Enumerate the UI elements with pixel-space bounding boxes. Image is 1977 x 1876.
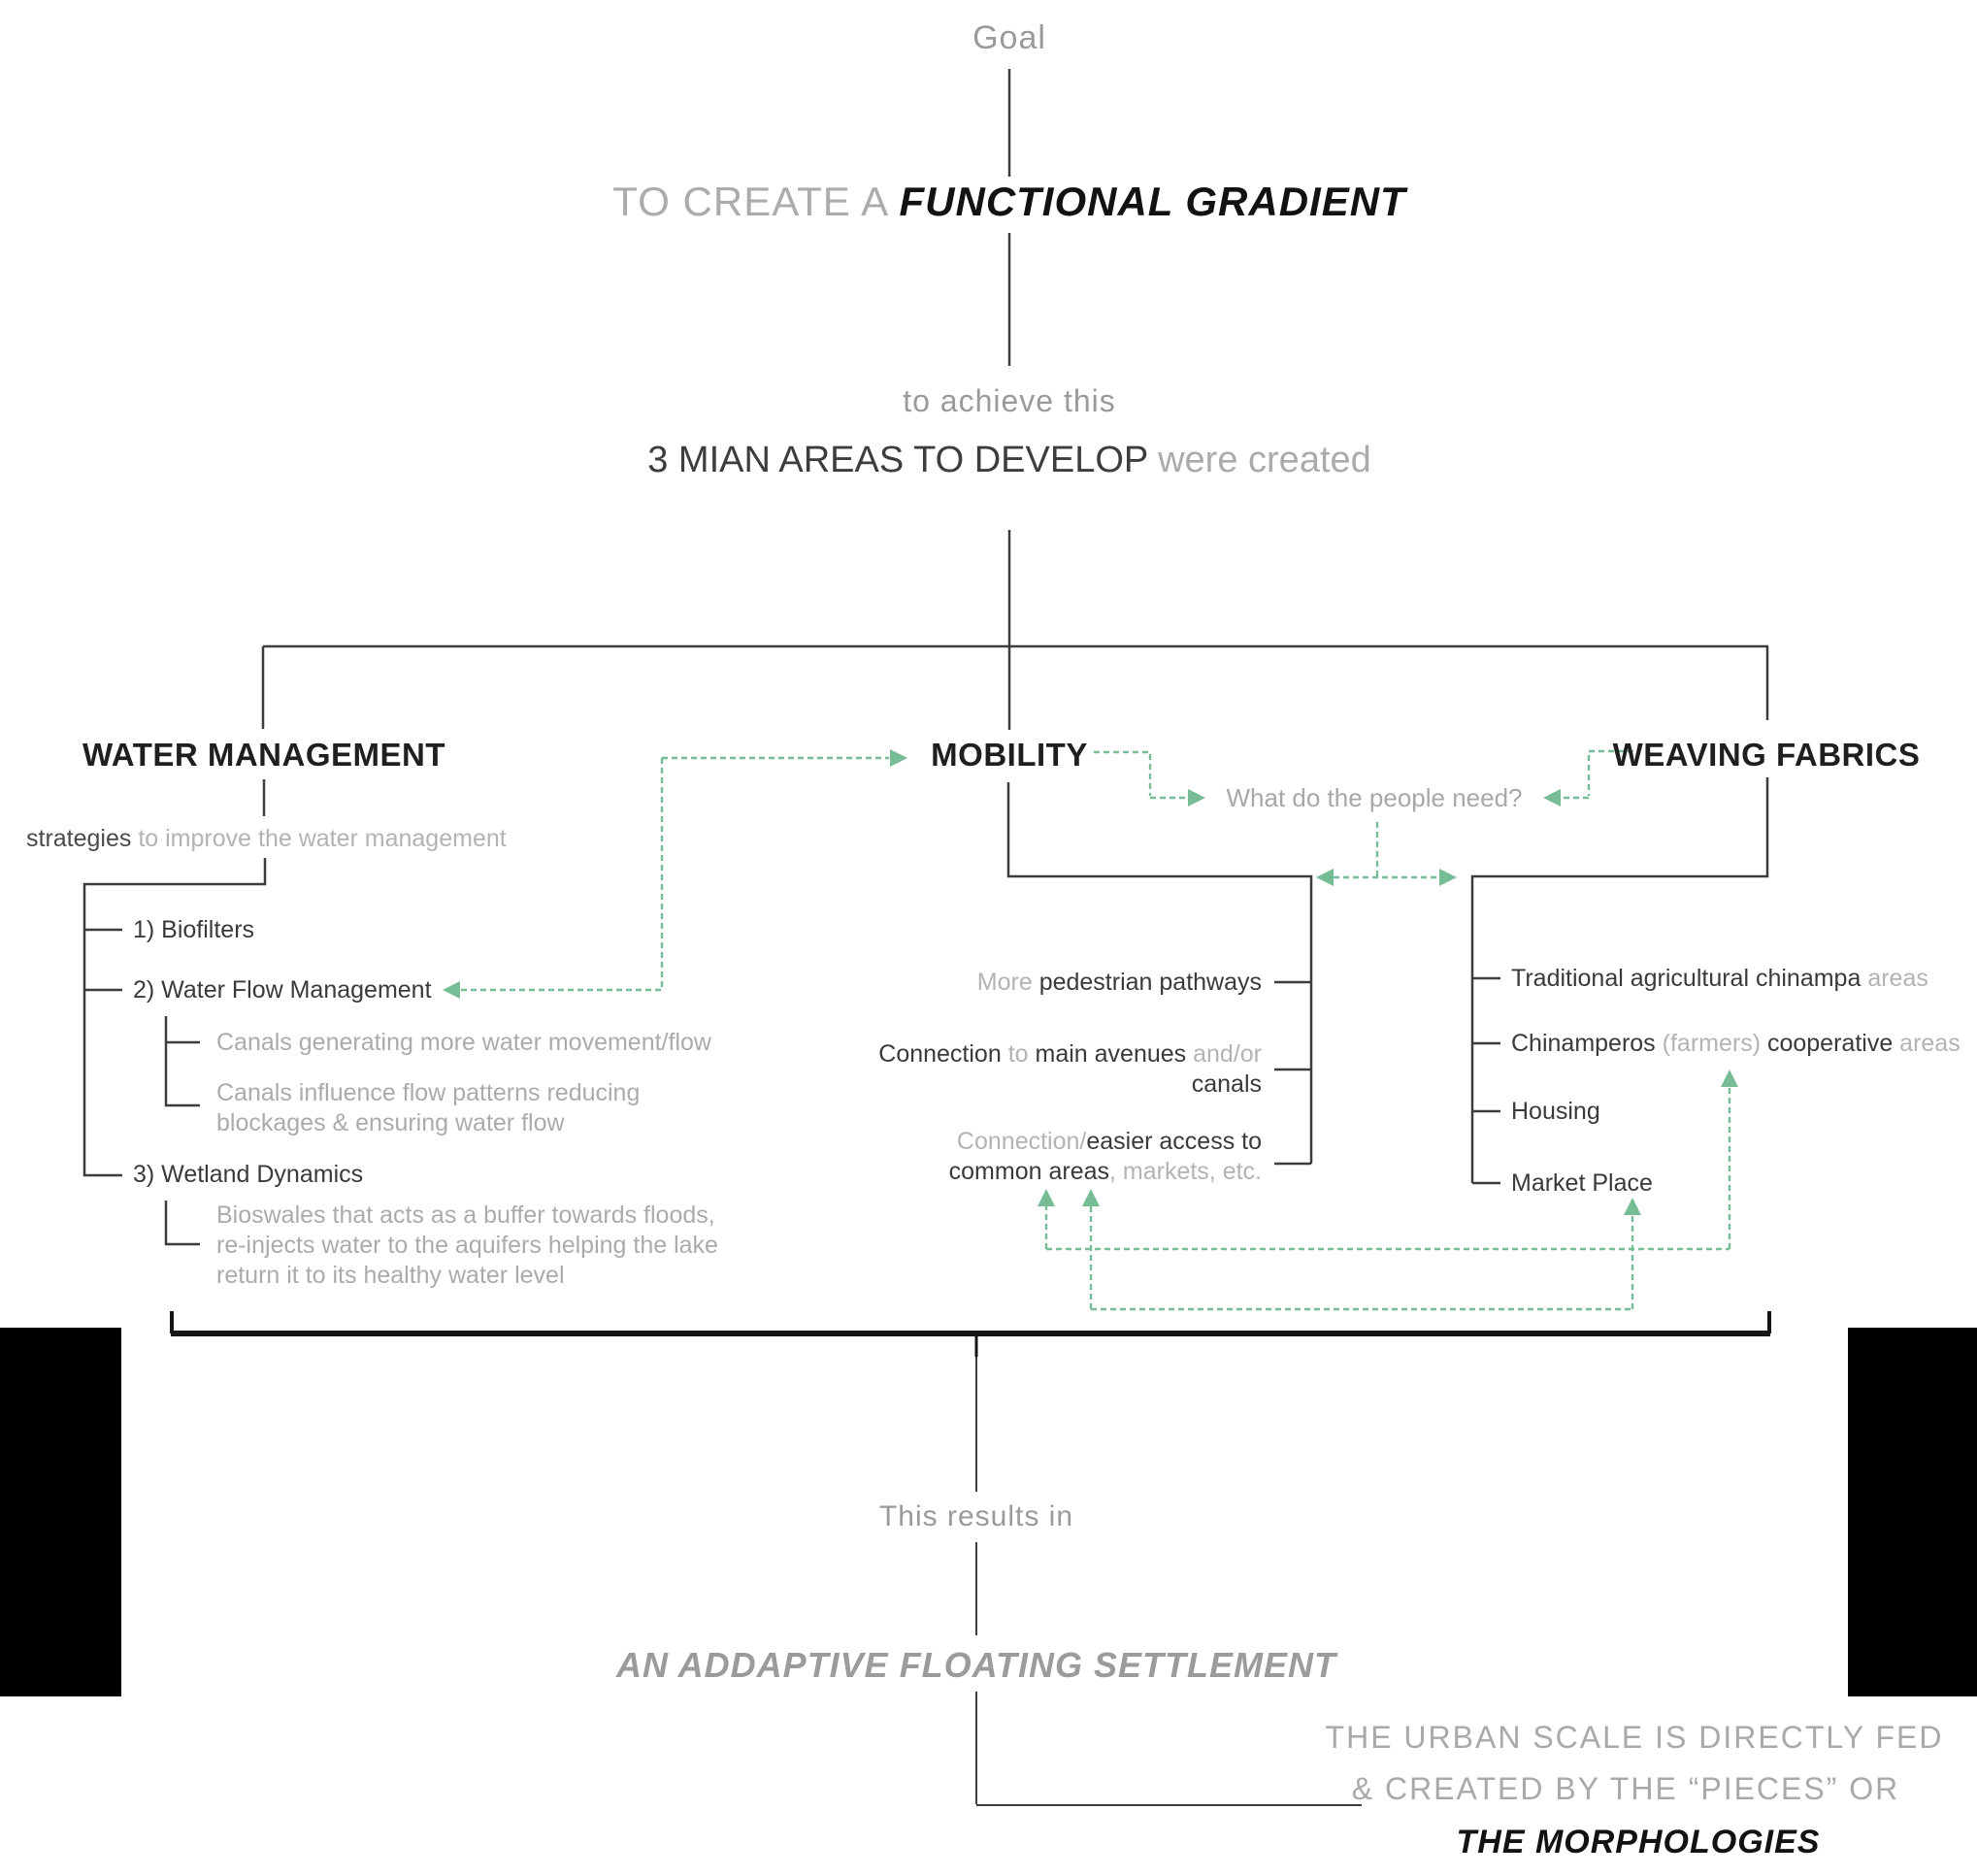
arrow-right-question-icon [1188, 789, 1205, 806]
morphologies-title: THE MORPHOLOGIES [1456, 1824, 1821, 1860]
weaving-item-marketplace: Market Place [1511, 1169, 1653, 1197]
people-need-question: What do the people need? [1226, 783, 1523, 812]
mobility-item-common-a: Connection/ [956, 1128, 1087, 1155]
water-subitem-bioswales-line3: return it to its healthy water level [216, 1262, 565, 1289]
mobility-item-avenues-c: main avenues [1035, 1040, 1194, 1068]
dashed-relations [460, 749, 1731, 1311]
water-subtitle-lead: strategies [26, 825, 132, 852]
arrowheads [443, 749, 1738, 1215]
arrow-right-mobility-icon [890, 749, 907, 767]
achieve-label: to achieve this [903, 383, 1116, 418]
arrow-up-common-right-icon [1082, 1189, 1100, 1206]
water-subbracket-2 [164, 1201, 200, 1246]
water-subitem-canals-movement: Canals generating more water movement/fl… [216, 1029, 711, 1056]
water-item-flow-management: 2) Water Flow Management [133, 976, 432, 1004]
water-subitem-canals-influence: Canals influence flow patterns reducing b… [216, 1078, 682, 1138]
arrow-left-waterflow-icon [443, 981, 460, 999]
mobility-item-common-c: common areas [948, 1158, 1110, 1185]
arrow-left-junction-icon [1316, 869, 1334, 886]
areas-label: 3 MIAN AREAS TO DEVELOP were created [647, 438, 1371, 482]
water-management-heading: WATER MANAGEMENT [82, 737, 446, 773]
urban-scale-line2: & CREATED BY THE “PIECES” OR [1351, 1771, 1900, 1806]
arrow-up-marketplace-icon [1624, 1198, 1641, 1215]
water-item-wetland-dynamics: 3) Wetland Dynamics [133, 1161, 364, 1188]
weaving-item-chinampa-tail: areas [1861, 965, 1928, 992]
goal-label: Goal [972, 19, 1046, 56]
dash-weaving-to-question [1587, 749, 1633, 796]
weaving-bracket [1470, 777, 1769, 1183]
mobility-item-common-areas: Connection/easier access to common areas,… [949, 1127, 1262, 1187]
mobility-item-avenues-b: to [1007, 1040, 1036, 1068]
page-title: TO CREATE A FUNCTIONAL GRADIENT [612, 178, 1405, 226]
weaving-item-chinamperos-a: Chinamperos [1511, 1030, 1663, 1057]
water-subbracket-1 [164, 1016, 200, 1107]
results-label: This results in [878, 1500, 1074, 1532]
mobility-item-common-b: easier access to [1086, 1128, 1262, 1155]
water-subitem-canals-influence-line2: blockages & ensuring water flow [216, 1109, 565, 1136]
title-main: FUNCTIONAL GRADIENT [899, 179, 1406, 224]
areas-tail: were created [1147, 440, 1371, 480]
water-bracket [82, 858, 267, 1177]
water-subtitle-rest: to improve the water management [131, 825, 507, 852]
right-black-block [1848, 1328, 1977, 1696]
left-black-block [0, 1328, 121, 1696]
title-lead: TO CREATE A [612, 179, 900, 224]
mobility-item-pathways: More pedestrian pathways [977, 968, 1262, 998]
mobility-bracket [1006, 782, 1313, 1164]
dash-to-waterflow [460, 758, 664, 992]
weaving-item-chinampa: Traditional agricultural chinampa areas [1511, 964, 1928, 994]
arrow-right-junction-icon [1439, 869, 1457, 886]
arrow-left-question-icon [1543, 789, 1561, 806]
water-subitem-bioswales-line1: Bioswales that acts as a buffer towards … [216, 1201, 715, 1229]
weaving-item-chinampa-main: Traditional agricultural chinampa [1511, 965, 1862, 992]
result-connectors [170, 1311, 1771, 1806]
weaving-item-chinamperos-c: cooperative [1766, 1030, 1900, 1057]
weaving-fabrics-heading: WEAVING FABRICS [1612, 737, 1921, 773]
water-subitem-bioswales: Bioswales that acts as a buffer towards … [216, 1201, 760, 1291]
urban-scale-line1: THE URBAN SCALE IS DIRECTLY FED [1325, 1720, 1944, 1755]
mobility-item-common-d: , markets, etc. [1109, 1158, 1262, 1185]
mobility-item-avenues-line2: canals [1191, 1070, 1262, 1098]
arrow-up-chinamperos-icon [1721, 1070, 1738, 1087]
arrow-up-common-left-icon [1038, 1189, 1055, 1206]
weaving-item-housing: Housing [1511, 1098, 1600, 1125]
settlement-title: AN ADDAPTIVE FLOATING SETTLEMENT [616, 1645, 1336, 1685]
mobility-item-avenues-a: Connection [878, 1040, 1008, 1068]
weaving-item-chinamperos: Chinamperos (farmers) cooperative areas [1511, 1029, 1961, 1059]
weaving-item-chinamperos-d: areas [1899, 1030, 1961, 1057]
dash-mobility-to-question [1094, 750, 1152, 796]
mobility-item-avenues-d: and/or [1193, 1040, 1262, 1068]
mobility-heading: MOBILITY [931, 737, 1088, 773]
water-item-biofilters: 1) Biofilters [133, 916, 255, 943]
mobility-item-pathways-main: pedestrian pathways [1038, 969, 1262, 996]
mobility-item-pathways-muted: More [976, 969, 1039, 996]
solid-connectors [82, 69, 1769, 1246]
areas-main: 3 MIAN AREAS TO DEVELOP [647, 440, 1148, 480]
water-subtitle: strategies to improve the water manageme… [26, 824, 507, 853]
water-subitem-canals-influence-line1: Canals influence flow patterns reducing [216, 1079, 641, 1106]
water-subitem-bioswales-line2: re-injects water to the aquifers helping… [216, 1232, 718, 1259]
weaving-item-chinamperos-b: (farmers) [1662, 1030, 1767, 1057]
